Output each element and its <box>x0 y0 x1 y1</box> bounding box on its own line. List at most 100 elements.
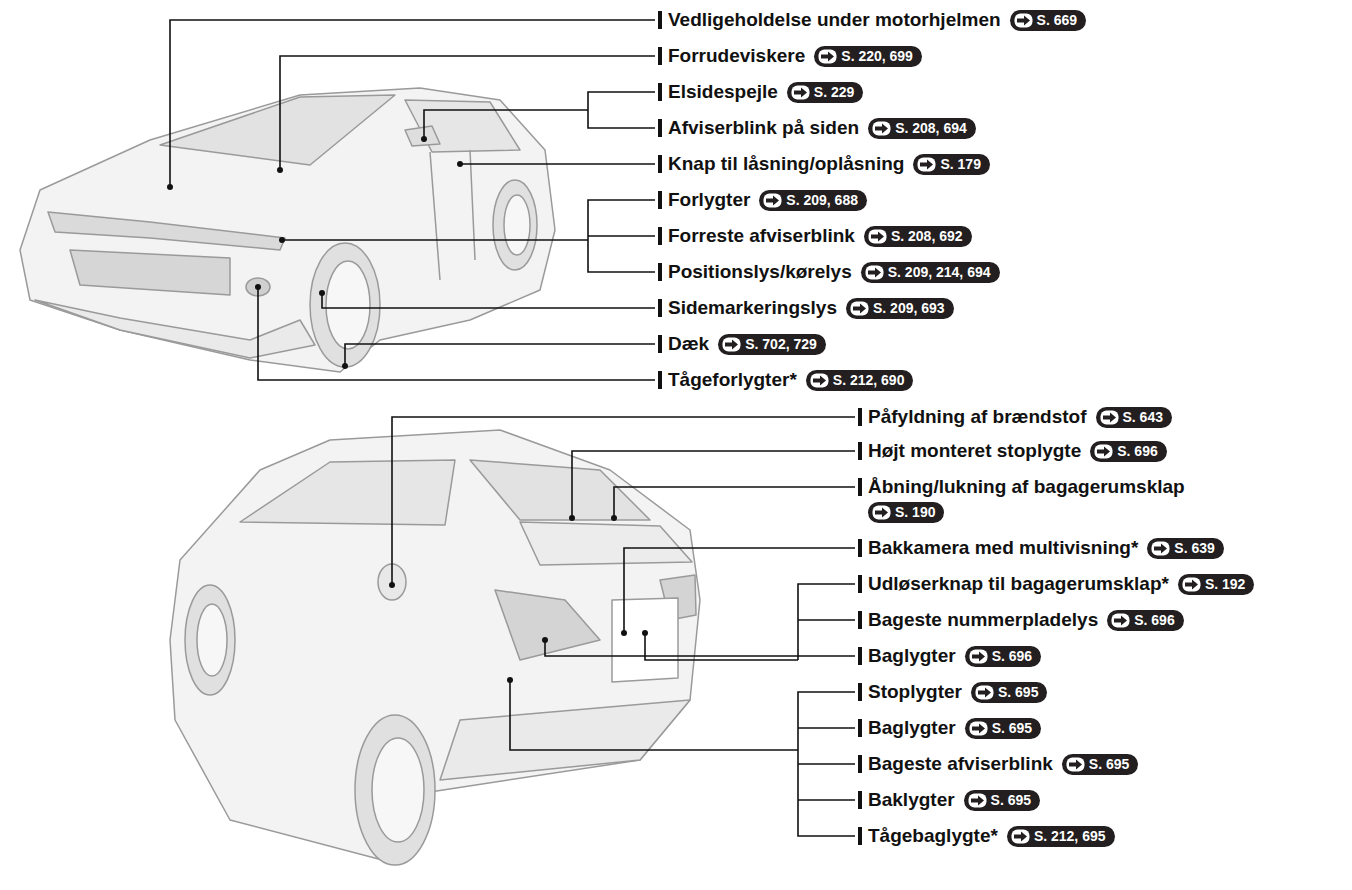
icon-arrow <box>978 688 991 698</box>
rear-bumper <box>440 700 690 780</box>
page-reference-box: S. 669 <box>1010 10 1086 31</box>
reference-arrow-icon <box>1182 577 1201 592</box>
page-reference-box: S. 209, 214, 694 <box>861 262 1000 283</box>
page-reference-box: S. 220, 699 <box>814 46 922 67</box>
leader-lines <box>170 20 855 836</box>
rear-window <box>470 460 650 520</box>
part-name: Afviserblink på siden <box>668 117 859 138</box>
part-label-box: Vedligeholdelse under motorhjelmen <box>668 9 1001 31</box>
icon-ground <box>1112 614 1130 628</box>
part-name: Forlygter <box>668 189 750 210</box>
part-label-box: Bageste nummerpladelys <box>868 609 1098 631</box>
part-name: Stoplygter <box>868 681 962 702</box>
page-reference-box: S. 696 <box>965 646 1041 667</box>
icon-arrow <box>1185 580 1198 590</box>
icon-ground <box>968 794 986 808</box>
reference-arrow-icon <box>791 85 810 100</box>
icon-arrow <box>972 652 985 662</box>
part-label-box: Dæk <box>668 333 709 355</box>
page-reference-box: S. 643 <box>1096 407 1172 428</box>
part-name: Vedligeholdelse under motorhjelmen <box>668 9 1001 30</box>
page-reference-box: S. 179 <box>913 154 989 175</box>
icon-arrow <box>971 796 984 806</box>
part-label-box: Tågebaglygte* <box>868 825 998 847</box>
icon-arrow <box>875 508 888 518</box>
part-name: Positionslys/kørelys <box>668 261 852 282</box>
icon-ground <box>723 338 741 352</box>
part-name: Baglygter <box>868 717 956 738</box>
part-name: Påfyldning af brændstof <box>868 406 1087 427</box>
page-reference-box: S. 208, 692 <box>864 226 972 247</box>
reference-arrow-icon <box>872 121 891 136</box>
rear-rim <box>372 738 424 842</box>
part-name: Tågeforlygter* <box>668 369 797 390</box>
icon-arrow <box>813 376 826 386</box>
part-name: Åbning/lukning af bagagerumsklap <box>868 476 1185 497</box>
icon-ground <box>868 230 886 244</box>
side-window <box>240 460 455 525</box>
part-label-box: Elsidespejle <box>668 81 778 103</box>
reference-arrow-icon <box>969 721 988 736</box>
front-wheel <box>185 585 235 695</box>
icon-ground <box>810 374 828 388</box>
icon-ground <box>969 722 987 736</box>
icon-ground <box>1182 578 1200 592</box>
icon-arrow <box>1014 832 1027 842</box>
reference-arrow-icon <box>1100 410 1119 425</box>
part-label-box: Knap til låsning/oplåsning <box>668 153 904 175</box>
reference-arrow-icon <box>1066 757 1085 772</box>
part-label-box: Positionslys/kørelys <box>668 261 852 283</box>
reference-arrow-icon <box>975 685 994 700</box>
front-rim <box>197 604 227 676</box>
icon-ground <box>873 506 891 520</box>
reference-arrow-icon <box>763 193 782 208</box>
page-reference-box: S. 695 <box>1062 754 1138 775</box>
icon-ground <box>865 266 883 280</box>
page-reference-box: S. 695 <box>964 790 1040 811</box>
page-reference-box: S. 208, 694 <box>868 118 976 139</box>
reference-arrow-icon <box>1094 444 1113 459</box>
icon-arrow <box>1017 16 1030 26</box>
reference-arrow-icon <box>850 301 869 316</box>
page-reference-box: S. 695 <box>965 718 1041 739</box>
windshield <box>160 95 395 165</box>
page-reference-box: S. 229 <box>787 82 863 103</box>
page-reference-box: S. 695 <box>971 682 1047 703</box>
rear-rim <box>504 195 530 255</box>
part-label-box: Bakkamera med multivisning* <box>868 537 1138 559</box>
icon-arrow <box>871 232 884 242</box>
icon-arrow <box>821 52 834 62</box>
part-label-box: Påfyldning af brændstof <box>868 406 1087 428</box>
page-reference-box: S. 209, 693 <box>846 298 954 319</box>
icon-ground <box>873 122 891 136</box>
icon-arrow <box>766 196 779 206</box>
icon-ground <box>1014 14 1032 28</box>
tail-light <box>495 590 600 660</box>
icon-arrow <box>1097 447 1110 457</box>
icon-arrow <box>875 124 888 134</box>
reference-arrow-icon <box>865 265 884 280</box>
part-label-box: Åbning/lukning af bagagerumsklap <box>868 476 1185 498</box>
part-name: Bageste afviserblink <box>868 753 1053 774</box>
icon-ground <box>764 194 782 208</box>
part-label-box: Tågeforlygter* <box>668 369 797 391</box>
bumper <box>35 300 315 358</box>
page-reference-box: S. 212, 690 <box>806 370 914 391</box>
part-label-box: Udløserknap til bagagerumsklap* <box>868 573 1169 595</box>
part-label-box: Sidemarkeringslys <box>668 297 837 319</box>
part-name: Udløserknap til bagagerumsklap* <box>868 573 1169 594</box>
part-label-box: Baklygter <box>868 789 955 811</box>
icon-arrow <box>1103 413 1116 423</box>
reference-arrow-icon <box>1014 13 1033 28</box>
page-reference-box: S. 702, 729 <box>718 334 826 355</box>
icon-ground <box>819 50 837 64</box>
car-body <box>20 88 555 372</box>
part-label-box: Bageste afviserblink <box>868 753 1053 775</box>
part-name: Højt monteret stoplygte <box>868 440 1081 461</box>
icon-arrow <box>725 340 738 350</box>
door-line <box>430 150 475 280</box>
reference-arrow-icon <box>868 229 887 244</box>
icon-arrow <box>1114 616 1127 626</box>
icon-ground <box>1152 542 1170 556</box>
part-name: Elsidespejle <box>668 81 778 102</box>
